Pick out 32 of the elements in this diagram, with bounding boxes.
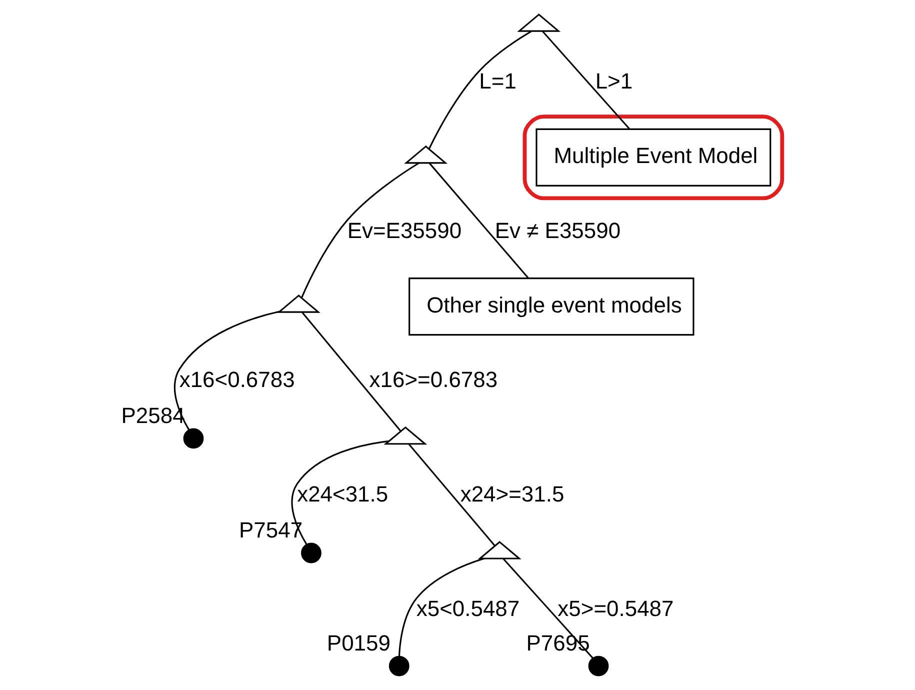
connector bbox=[428, 162, 528, 279]
edge-label: L>1 bbox=[594, 68, 632, 94]
node-circle bbox=[182, 428, 204, 449]
node-triangle bbox=[516, 14, 560, 32]
node-triangle bbox=[404, 145, 448, 164]
edge-label: Ev=E35590 bbox=[346, 218, 462, 243]
node-circle bbox=[300, 542, 321, 564]
connector bbox=[290, 440, 388, 545]
node-label: P0159 bbox=[326, 630, 390, 656]
edge-label: x24<31.5 bbox=[296, 482, 388, 507]
edge-label: L=1 bbox=[478, 68, 516, 94]
node-triangle bbox=[276, 294, 320, 313]
node-circle bbox=[588, 656, 608, 676]
connector bbox=[542, 30, 630, 130]
connector bbox=[301, 312, 401, 432]
node-triangle bbox=[383, 426, 427, 445]
edge-label: x24>=31.5 bbox=[460, 482, 564, 507]
node-circle bbox=[388, 656, 409, 676]
cluster bbox=[522, 114, 784, 200]
connector bbox=[398, 558, 484, 656]
edge-label: Ev ≠ E35590 bbox=[494, 218, 620, 243]
edge-label: x5>=0.5487 bbox=[557, 596, 674, 622]
node-box: Multiple Event Model bbox=[535, 128, 771, 186]
connector bbox=[173, 310, 280, 430]
connector bbox=[408, 444, 495, 546]
edge-label: x16>=0.6783 bbox=[368, 366, 498, 392]
connector bbox=[300, 162, 419, 298]
node-triangle bbox=[477, 540, 521, 560]
edge-label: x16<0.6783 bbox=[178, 366, 294, 392]
edge-label: x5<0.5487 bbox=[416, 596, 520, 622]
node-box: Other single event models bbox=[408, 278, 694, 336]
connector bbox=[428, 30, 532, 149]
